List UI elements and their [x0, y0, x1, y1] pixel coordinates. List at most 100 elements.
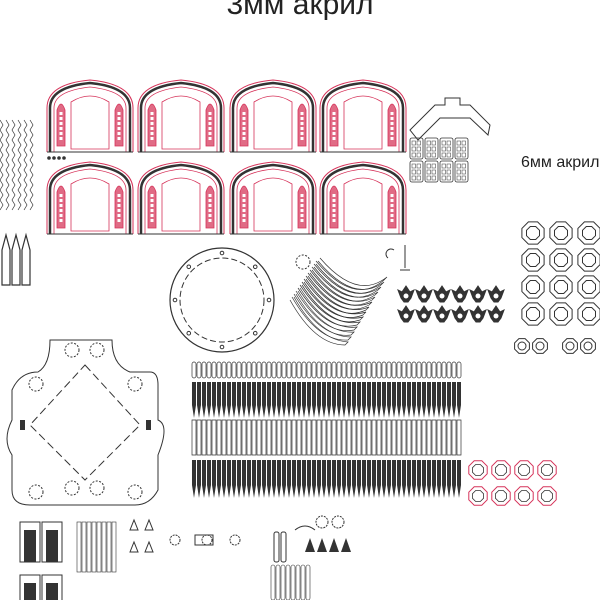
- strip-spike-lower: [292, 460, 296, 498]
- window-pane: [59, 199, 63, 202]
- strip-spike: [282, 382, 286, 418]
- strip-spike-lower: [222, 460, 226, 498]
- tile-cell: [461, 146, 466, 152]
- fleur-hole: [493, 313, 499, 319]
- strip-top: [296, 361, 302, 379]
- fleur-hole: [475, 293, 481, 299]
- fleur-hole: [439, 313, 445, 319]
- slat: [111, 521, 117, 573]
- strip-spike: [387, 382, 391, 418]
- strip-mid: [296, 419, 302, 456]
- strip-top: [351, 361, 357, 379]
- strip-top: [251, 361, 257, 379]
- window-pane: [390, 209, 394, 212]
- strip-spike: [312, 382, 316, 418]
- slat: [106, 521, 112, 573]
- tile-cell: [446, 152, 451, 158]
- arch-outline: [229, 79, 317, 152]
- strip-top: [281, 361, 287, 379]
- strip-spike: [362, 382, 366, 418]
- strip-spike-lower: [342, 460, 346, 498]
- arch-panel: [319, 79, 407, 153]
- window-pane: [59, 219, 63, 222]
- strip-spike-lower: [217, 460, 221, 498]
- pink-ring: [514, 486, 534, 506]
- octagon-ring: [549, 221, 573, 245]
- window-pane: [300, 137, 304, 140]
- arch-panel: [137, 79, 225, 153]
- strip-mid: [331, 419, 337, 456]
- strip-spike: [197, 382, 201, 418]
- arch-inner: [236, 86, 310, 152]
- window-pane: [117, 214, 121, 217]
- pink-ring: [491, 460, 511, 480]
- arch-outline: [46, 79, 134, 152]
- window-pane: [208, 132, 212, 135]
- mounting-circle: [64, 480, 80, 496]
- window-pane: [300, 117, 304, 120]
- zigzag-strip: [11, 119, 16, 211]
- strip-spike-lower: [212, 460, 216, 498]
- strip-spike: [442, 382, 446, 418]
- arch-outline: [319, 161, 407, 234]
- gear-piece: [331, 515, 345, 529]
- window-pane: [390, 132, 394, 135]
- pink-ring-inner: [495, 490, 507, 502]
- strip-top: [291, 361, 297, 379]
- strip-spike: [232, 382, 236, 418]
- window-pane: [332, 194, 336, 197]
- strip-spike-lower: [257, 460, 261, 498]
- tile-cell: [411, 140, 416, 146]
- strip-spike: [337, 382, 341, 418]
- octagon-ring-inner: [526, 280, 540, 294]
- tile-cell: [441, 146, 446, 152]
- sheet-title-3mm: 3мм акрил: [226, 0, 374, 21]
- octagon-ring: [521, 302, 545, 326]
- tile-cell: [431, 146, 436, 152]
- curved-strip: [307, 269, 376, 306]
- strip-top: [271, 361, 277, 379]
- strip-top: [406, 361, 412, 379]
- strip-spike: [292, 382, 296, 418]
- spire-cap: [329, 538, 339, 552]
- pink-ring-inner: [518, 490, 530, 502]
- strip-top: [316, 361, 322, 379]
- window-pane: [150, 112, 154, 115]
- tile-cell: [426, 163, 431, 169]
- window-pane: [332, 112, 336, 115]
- small-flower: [169, 534, 181, 546]
- strip-top: [336, 361, 342, 379]
- door-opening: [343, 177, 383, 232]
- grid-tile: [439, 137, 454, 160]
- ring-hole: [252, 330, 258, 336]
- door-opening: [70, 95, 110, 150]
- strip-spike-lower: [452, 460, 456, 498]
- window-pane: [390, 194, 394, 197]
- window-pane: [59, 214, 63, 217]
- rod-small: [285, 564, 291, 600]
- window-pane: [208, 214, 212, 217]
- fleur-hole: [421, 313, 427, 319]
- strip-spike: [317, 382, 321, 418]
- fleur-hole: [493, 293, 499, 299]
- rod-small: [305, 564, 311, 600]
- strip-mid: [346, 419, 352, 456]
- marker-dot: [52, 156, 56, 160]
- tile-cell: [461, 169, 466, 175]
- window-pane: [242, 199, 246, 202]
- fleur-hole: [403, 313, 409, 319]
- arch-frame: [139, 163, 223, 234]
- octagon-ring: [577, 248, 600, 272]
- bottom-pieces: [19, 515, 351, 600]
- panel-fill: [46, 583, 58, 600]
- window-pane: [117, 112, 121, 115]
- rod: [273, 531, 280, 563]
- strip-top: [451, 361, 457, 379]
- strip-spike-lower: [337, 460, 341, 498]
- tile-cell: [441, 175, 446, 181]
- arch-panel: [137, 161, 225, 235]
- tile-cell: [426, 140, 431, 146]
- window-pane: [390, 127, 394, 130]
- window-pane: [300, 112, 304, 115]
- strip-spike: [267, 382, 271, 418]
